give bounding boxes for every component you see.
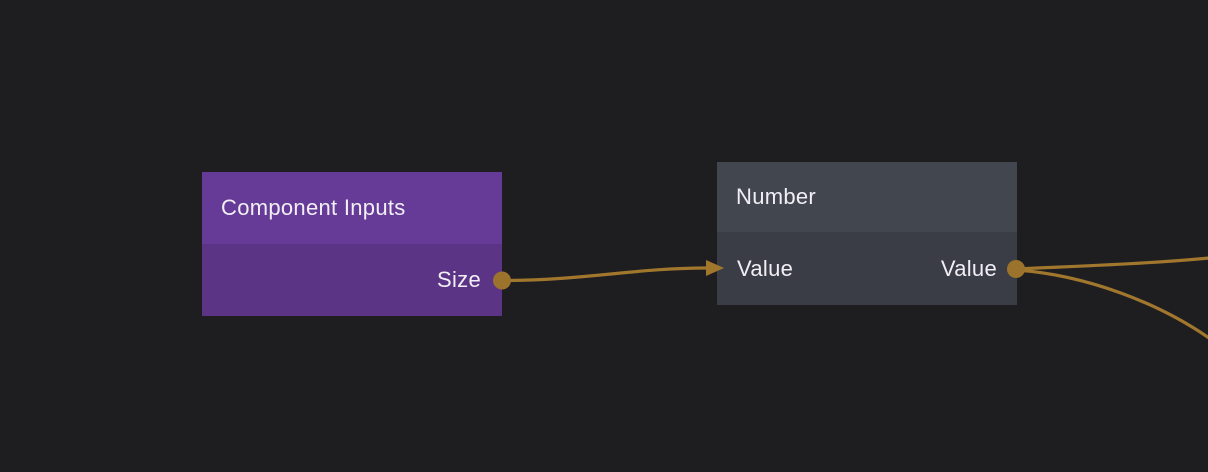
output-label-value: Value	[940, 255, 997, 281]
wire-input-arrowhead[interactable]	[706, 260, 724, 276]
node-number-body: Value Value	[717, 232, 1017, 305]
port-value-output[interactable]	[1007, 260, 1025, 278]
node-title: Number	[736, 184, 817, 209]
wire-value-out-upper[interactable]	[1015, 256, 1208, 271]
node-number-header[interactable]: Number	[717, 162, 1017, 232]
input-label-value: Value	[737, 255, 794, 281]
node-row: Size	[202, 244, 502, 316]
node-component-inputs[interactable]: Component Inputs Size	[202, 172, 502, 316]
wire-size-to-value[interactable]	[501, 266, 707, 283]
node-row: Value Value	[717, 232, 1017, 305]
node-title: Component Inputs	[221, 195, 406, 220]
node-number[interactable]: Number Value Value	[717, 162, 1017, 305]
port-size-output[interactable]	[493, 271, 511, 290]
node-component-inputs-header[interactable]: Component Inputs	[202, 172, 502, 244]
node-component-inputs-body: Size	[202, 244, 502, 316]
wire-value-out-lower[interactable]	[1015, 268, 1208, 340]
output-label-size: Size	[437, 267, 481, 292]
